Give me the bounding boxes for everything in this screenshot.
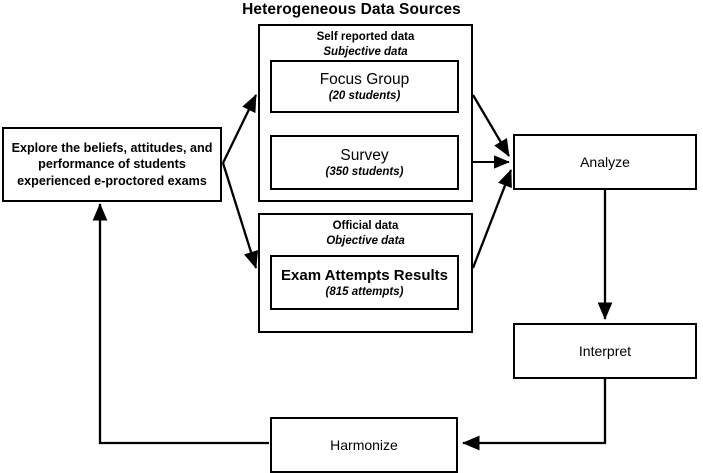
goal-box[interactable]: Explore the beliefs, attitudes, and perf… [2, 127, 222, 202]
goal-label: Explore the beliefs, attitudes, and perf… [11, 140, 213, 188]
arrow-goal-to-self-reported [221, 94, 258, 164]
focus-group-label: Focus Group [319, 70, 410, 88]
arrow-interpret-to-harmonize [462, 379, 607, 451]
survey-label: Survey [340, 146, 389, 164]
focus-group-detail: (20 students) [328, 89, 401, 102]
source-group-heading: Self reported data Subjective data [260, 31, 471, 59]
source-box-exam-attempts[interactable]: Exam Attempts Results (815 attempts) [270, 255, 459, 310]
survey-detail: (350 students) [325, 165, 404, 178]
arrow-goal-to-official [221, 162, 259, 269]
harmonize-label: Harmonize [330, 436, 398, 453]
arrow-harmonize-to-goal [92, 203, 269, 445]
arrow-self-reported-to-analyze [472, 94, 510, 157]
source-group-subtitle: Subjective data [323, 45, 408, 58]
source-group-heading-official: Official data Objective data [260, 220, 471, 248]
source-box-focus-group[interactable]: Focus Group (20 students) [270, 60, 459, 113]
process-box-interpret[interactable]: Interpret [513, 323, 697, 379]
exam-attempts-detail: (815 attempts) [325, 285, 404, 298]
interpret-label: Interpret [578, 342, 632, 359]
official-group-subtitle: Objective data [326, 234, 405, 247]
process-box-harmonize[interactable]: Harmonize [270, 417, 458, 473]
official-group-title: Official data [332, 220, 399, 232]
arrow-official-to-analyze [471, 169, 513, 269]
process-box-analyze[interactable]: Analyze [513, 134, 697, 190]
source-group-title: Self reported data [316, 31, 415, 43]
source-box-survey[interactable]: Survey (350 students) [270, 135, 459, 190]
diagram-title: Heterogeneous Data Sources [242, 1, 461, 18]
analyze-label: Analyze [580, 153, 630, 170]
exam-attempts-label: Exam Attempts Results [281, 266, 448, 284]
